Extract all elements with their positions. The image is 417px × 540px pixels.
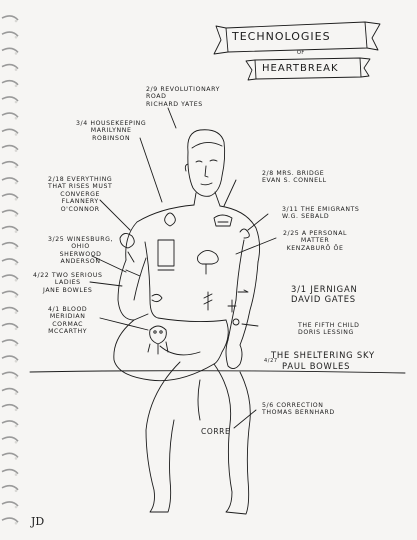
spiral-ring bbox=[1, 403, 19, 410]
spiral-hole bbox=[14, 424, 18, 428]
annotation-yates: 2/9 REVOLUTIONARY ROAD RICHARD YATES bbox=[146, 86, 221, 108]
spiral-ring bbox=[1, 258, 19, 264]
spiral-ring bbox=[1, 420, 19, 426]
spiral-ring bbox=[1, 79, 19, 86]
figure-head bbox=[184, 129, 226, 197]
title-line-3: HEARTBREAK bbox=[262, 63, 339, 74]
spiral-hole bbox=[14, 52, 18, 55]
spiral-ring bbox=[1, 193, 19, 199]
annotation-bowles-paul-name: PAUL BOWLES bbox=[282, 361, 351, 371]
figure-arms bbox=[117, 257, 259, 369]
figure-torso bbox=[125, 191, 261, 323]
spiral-hole bbox=[14, 521, 18, 525]
spiral-hole bbox=[14, 246, 18, 250]
spiral-hole bbox=[14, 327, 18, 331]
annotation-oe: 2/25 A PERSONAL MATTER KENZABURŌ ŌE bbox=[283, 230, 348, 252]
spiral-ring bbox=[1, 15, 19, 21]
annotation-bowles-paul-date: 4/27 bbox=[264, 358, 278, 364]
spiral-ring bbox=[1, 31, 19, 37]
spiral-ring bbox=[1, 47, 19, 53]
spiral-binding bbox=[1, 15, 19, 525]
spiral-hole bbox=[14, 376, 18, 379]
spiral-hole bbox=[14, 440, 18, 444]
spiral-ring bbox=[1, 128, 19, 134]
annotation-bridge: 2/8 MRS. BRIDGE EVAN S. CONNELL bbox=[262, 170, 327, 185]
figure-legs bbox=[113, 319, 251, 515]
spiral-ring bbox=[1, 160, 19, 167]
annotation-sebald: 3/11 THE EMIGRANTS W.G. SEBALD bbox=[282, 206, 360, 221]
annotation-oconnor: 2/18 EVERYTHING THAT RISES MUST CONVERGE… bbox=[48, 176, 113, 213]
annotation-lessing: THE FIFTH CHILD DORIS LESSING bbox=[298, 322, 360, 337]
spiral-ring bbox=[1, 63, 19, 70]
spiral-hole bbox=[14, 505, 18, 509]
spiral-hole bbox=[14, 165, 18, 169]
spiral-hole bbox=[14, 35, 18, 39]
spiral-ring bbox=[1, 517, 19, 523]
spiral-ring bbox=[1, 468, 19, 475]
spiral-ring bbox=[1, 452, 19, 458]
spiral-ring bbox=[1, 355, 19, 361]
tattoo-word-corre: CORRE bbox=[201, 427, 231, 436]
spiral-hole bbox=[14, 343, 18, 347]
spiral-ring bbox=[1, 339, 19, 345]
table-edge bbox=[29, 370, 406, 374]
spiral-ring bbox=[1, 371, 19, 377]
spiral-hole bbox=[14, 489, 18, 493]
annotation-bowles-paul-title: THE SHELTERING SKY bbox=[271, 350, 375, 360]
spiral-hole bbox=[14, 392, 18, 395]
annotation-bowles-jane: 4/22 TWO SERIOUS LADIES JANE BOWLES bbox=[33, 272, 103, 294]
annotation-gates: 3/1 JERNIGAN DAVID GATES bbox=[291, 284, 358, 304]
spiral-ring bbox=[1, 96, 19, 102]
spiral-hole bbox=[14, 311, 18, 314]
annotation-mccarthy: 4/1 BLOOD MERIDIAN CORMAC MCCARTHY bbox=[48, 306, 88, 336]
title-line-1: TECHNOLOGIES bbox=[232, 30, 331, 43]
spiral-hole bbox=[14, 473, 18, 476]
spiral-hole bbox=[14, 100, 18, 104]
spiral-hole bbox=[14, 457, 18, 460]
artist-signature: JD bbox=[31, 515, 45, 528]
spiral-ring bbox=[1, 501, 19, 507]
spiral-ring bbox=[1, 484, 19, 491]
annotation-anderson: 3/25 WINESBURG, OHIO SHERWOOD ANDERSON bbox=[48, 236, 114, 266]
annotation-robinson: 3/4 HOUSEKEEPING MARILYNNE ROBINSON bbox=[76, 120, 147, 142]
spiral-ring bbox=[1, 274, 19, 280]
spiral-hole bbox=[14, 133, 18, 136]
spiral-hole bbox=[14, 116, 18, 120]
spiral-ring bbox=[1, 322, 19, 329]
spiral-hole bbox=[14, 262, 18, 266]
spiral-hole bbox=[14, 181, 18, 185]
spiral-hole bbox=[14, 295, 18, 298]
spiral-ring bbox=[1, 209, 19, 215]
spiral-hole bbox=[14, 230, 18, 233]
spiral-ring bbox=[1, 436, 19, 442]
spiral-ring bbox=[1, 225, 19, 232]
spiral-hole bbox=[14, 19, 18, 23]
spiral-ring bbox=[1, 306, 19, 313]
spiral-hole bbox=[14, 149, 18, 152]
pointer-lines bbox=[89, 107, 277, 429]
spiral-ring bbox=[1, 387, 19, 394]
spiral-ring bbox=[1, 112, 19, 118]
spiral-hole bbox=[14, 214, 18, 217]
spiral-hole bbox=[14, 278, 18, 282]
title-banner bbox=[213, 21, 381, 81]
spiral-hole bbox=[14, 197, 18, 201]
spiral-hole bbox=[14, 408, 18, 412]
spiral-ring bbox=[1, 177, 19, 183]
title-line-2: OF bbox=[297, 50, 305, 56]
annotation-bernhard: 5/6 CORRECTION THOMAS BERNHARD bbox=[262, 402, 335, 417]
spiral-hole bbox=[14, 84, 18, 88]
spiral-ring bbox=[1, 144, 19, 151]
spiral-ring bbox=[1, 290, 19, 296]
spiral-hole bbox=[14, 68, 18, 71]
spiral-hole bbox=[14, 359, 18, 363]
spiral-ring bbox=[1, 241, 19, 248]
tattoo-icons bbox=[119, 212, 250, 355]
